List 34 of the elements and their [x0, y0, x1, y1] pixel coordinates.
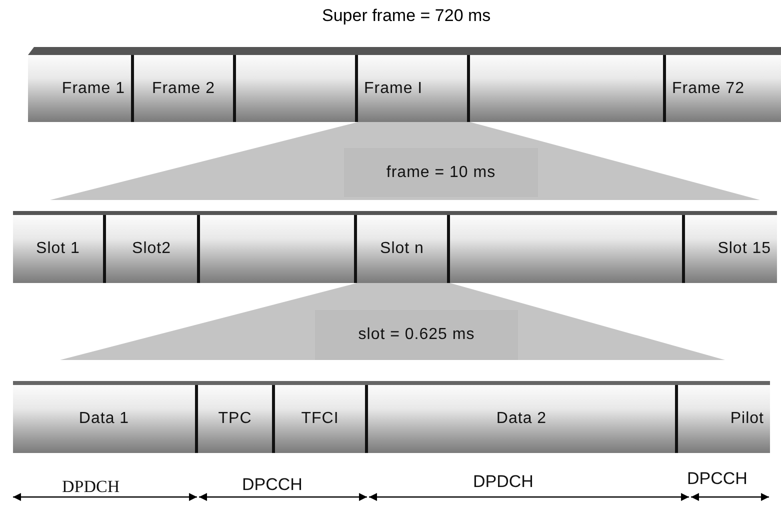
segment	[368, 385, 678, 453]
segment	[28, 55, 134, 122]
segment	[666, 55, 781, 122]
segment-label: Frame 2	[152, 80, 216, 98]
segment-label: Slot 15	[718, 240, 771, 258]
segment	[134, 55, 236, 122]
segment	[13, 385, 198, 453]
segment-label: Frame 72	[672, 80, 744, 98]
segment-label: frame = 10 ms	[386, 164, 496, 182]
segment-label: Frame I	[364, 80, 423, 98]
segment	[685, 215, 777, 283]
segment-label: TPC	[218, 410, 252, 428]
dimension-label: DPDCH	[62, 477, 120, 497]
segment	[678, 385, 770, 453]
segment-label: Frame 1	[62, 80, 125, 98]
segment	[13, 215, 106, 283]
segment-label: Pilot	[730, 410, 764, 428]
segment	[358, 55, 470, 122]
segment-label: Slot2	[132, 240, 171, 258]
segment	[198, 385, 275, 453]
segment-label: Data 1	[78, 410, 130, 428]
segment	[357, 215, 450, 283]
dimension-label: DPCCH	[687, 469, 748, 489]
duration-box	[315, 310, 518, 360]
segment-label: Data 2	[496, 410, 547, 428]
segment	[275, 385, 368, 453]
segment-label: Slot n	[380, 240, 424, 258]
dimension-label: DPCCH	[242, 475, 302, 495]
segment-label: Slot 1	[36, 240, 80, 258]
segment	[106, 215, 200, 283]
segment-label: slot = 0.625 ms	[358, 326, 475, 344]
segment-label: TFCI	[301, 410, 339, 428]
dimension-label: DPDCH	[473, 472, 534, 492]
title: Super frame = 720 ms	[322, 6, 491, 26]
